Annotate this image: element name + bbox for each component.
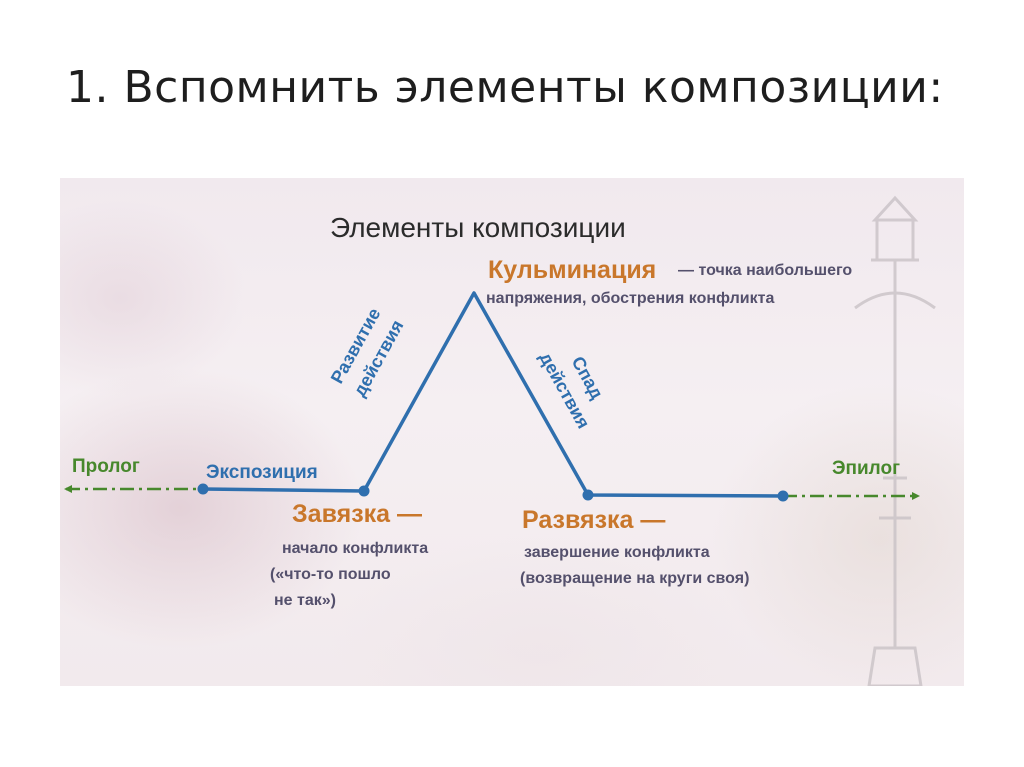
- zavyazka-desc-line3: не так»): [274, 592, 336, 609]
- kulminatsiya-term: Кульминация: [488, 256, 657, 284]
- exposition-point: [197, 483, 209, 495]
- diagram-panel: Элементы композиции Кульминация — точка …: [60, 178, 964, 686]
- zavyazka-desc-line2: («что-то пошло: [270, 566, 391, 583]
- zavyazka-term: Завязка —: [292, 500, 422, 528]
- kulminatsiya-desc-line1: — точка наибольшего: [678, 262, 853, 279]
- razvyazka-desc-line1: завершение конфликта: [524, 544, 710, 561]
- epilog-point: [777, 490, 789, 502]
- diagram-title: Элементы композиции: [330, 212, 626, 243]
- razvyazka-term: Развязка —: [522, 506, 666, 534]
- zavyazka-desc-line1: начало конфликта: [282, 540, 429, 557]
- kulminatsiya-desc-line2: напряжения, обострения конфликта: [486, 290, 775, 307]
- plot-line: [202, 291, 784, 498]
- epilog-label: Эпилог: [832, 458, 901, 479]
- razvyazka-point: [582, 489, 594, 501]
- prolog-label: Пролог: [72, 456, 140, 477]
- razvyazka-desc-line2: (возвращение на круги своя): [520, 570, 750, 587]
- street-lamp-illustration: [854, 195, 936, 686]
- prolog-arrowhead: [64, 485, 72, 493]
- slide-title: 1. Вспомнить элементы композиции:: [66, 62, 944, 113]
- zavyazka-point: [358, 485, 370, 497]
- epilog-arrowhead: [912, 492, 920, 500]
- ekspozitsiya-label: Экспозиция: [206, 462, 318, 483]
- composition-diagram: [64, 291, 920, 502]
